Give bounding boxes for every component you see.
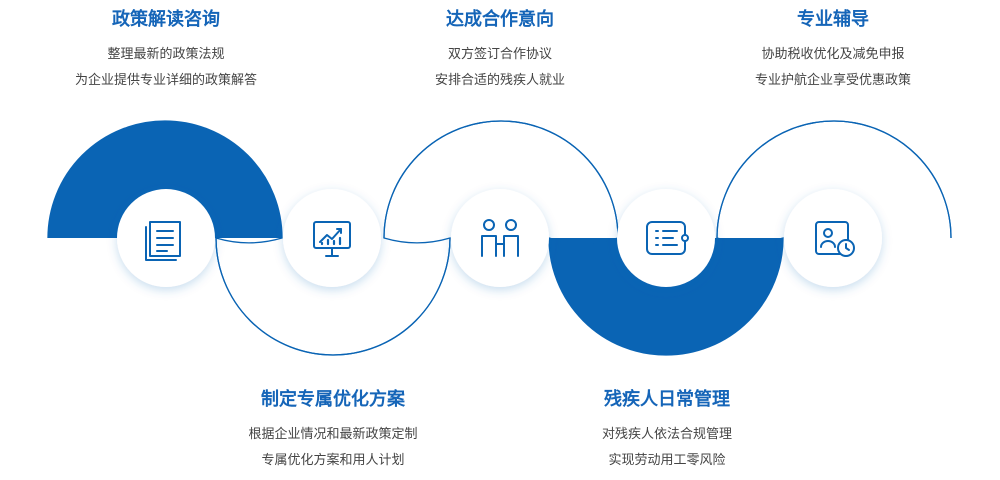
step-description-line: 对残疾人依法合规管理 <box>601 427 732 442</box>
step-node-3 <box>451 189 549 287</box>
step-node-4 <box>617 189 715 287</box>
checklist-icon <box>646 221 689 255</box>
step-title: 残疾人日常管理 <box>604 389 730 410</box>
filled-arc-top-left <box>48 121 282 238</box>
step-caption-1: 政策解读咨询 整理最新的政策法规 为企业提供专业详细的政策解答 <box>26 8 306 94</box>
step-description-line: 双方签订合作协议 <box>447 47 552 62</box>
monitor-chart-icon <box>313 221 351 257</box>
step-title: 专业辅导 <box>797 9 869 30</box>
step-title: 政策解读咨询 <box>112 9 220 30</box>
step-node-1 <box>117 189 215 287</box>
step-description-line: 安排合适的残疾人就业 <box>434 73 565 88</box>
step-description-line: 根据企业情况和最新政策定制 <box>248 427 418 442</box>
step-description-line: 整理最新的政策法规 <box>107 47 225 62</box>
step-description-line: 专业护航企业享受优惠政策 <box>754 73 911 88</box>
step-description-line: 为企业提供专业详细的政策解答 <box>74 73 257 88</box>
document-list-icon <box>145 221 181 261</box>
step-node-5 <box>784 189 882 287</box>
step-caption-3: 达成合作意向 双方签订合作协议 安排合适的残疾人就业 <box>360 8 640 94</box>
step-caption-2: 制定专属优化方案 根据企业情况和最新政策定制 专属优化方案和用人计划 <box>193 388 473 474</box>
step-description-line: 协助税收优化及减免申报 <box>761 47 905 62</box>
connector-arc-3 <box>383 120 619 239</box>
step-title: 制定专属优化方案 <box>261 389 405 410</box>
connector-arc-2 <box>215 237 451 356</box>
step-node-2 <box>283 189 381 287</box>
step-caption-4: 残疾人日常管理 对残疾人依法合规管理 实现劳动用工零风险 <box>527 388 807 474</box>
step-description-line: 专属优化方案和用人计划 <box>261 453 405 468</box>
filled-arc-bottom-right <box>549 238 783 355</box>
partnership-icon <box>481 219 519 257</box>
step-caption-5: 专业辅导 协助税收优化及减免申报 专业护航企业享受优惠政策 <box>693 8 973 94</box>
connector-arc-5 <box>716 120 952 239</box>
step-description-line: 实现劳动用工零风险 <box>608 453 726 468</box>
user-clock-icon <box>815 221 855 257</box>
step-title: 达成合作意向 <box>446 9 554 30</box>
